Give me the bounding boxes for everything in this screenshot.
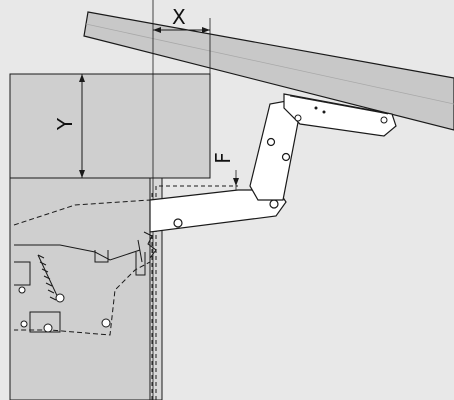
plate-hole-2 [322, 110, 326, 114]
cabinet-side-panel [9, 177, 151, 400]
cabinet-top-panel [9, 73, 211, 179]
opening-dashed-outline [155, 185, 238, 400]
y-arrow-bottom [79, 170, 85, 178]
lid-mounting-plate [283, 93, 397, 137]
plate-edge-line [289, 95, 389, 115]
lower-arm-pivot-screw [173, 218, 183, 228]
y-arrow-top [79, 74, 85, 82]
y-label: Y [53, 117, 77, 131]
elbow-pivot-screw [269, 199, 279, 209]
hinge-lower-arm [149, 189, 287, 233]
x-arrow-right [202, 27, 210, 33]
plate-screw-2 [380, 116, 388, 124]
plate-hole-1 [314, 106, 318, 110]
arm-slot-details [137, 231, 157, 263]
x-label: X [172, 5, 186, 29]
lid-flap-midline [85, 23, 454, 105]
x-arrow-left [153, 27, 161, 33]
upper-arm-screw-2 [281, 152, 291, 162]
upper-arm-screw-1 [266, 137, 276, 147]
plate-screw-1 [294, 114, 302, 122]
spring-coil [37, 254, 61, 303]
lid-flap-board [83, 11, 454, 131]
f-label: F [211, 152, 235, 164]
f-arrow-top [233, 178, 239, 186]
hinge-body-mechanism [13, 199, 151, 336]
mechanism-screws [18, 286, 111, 333]
